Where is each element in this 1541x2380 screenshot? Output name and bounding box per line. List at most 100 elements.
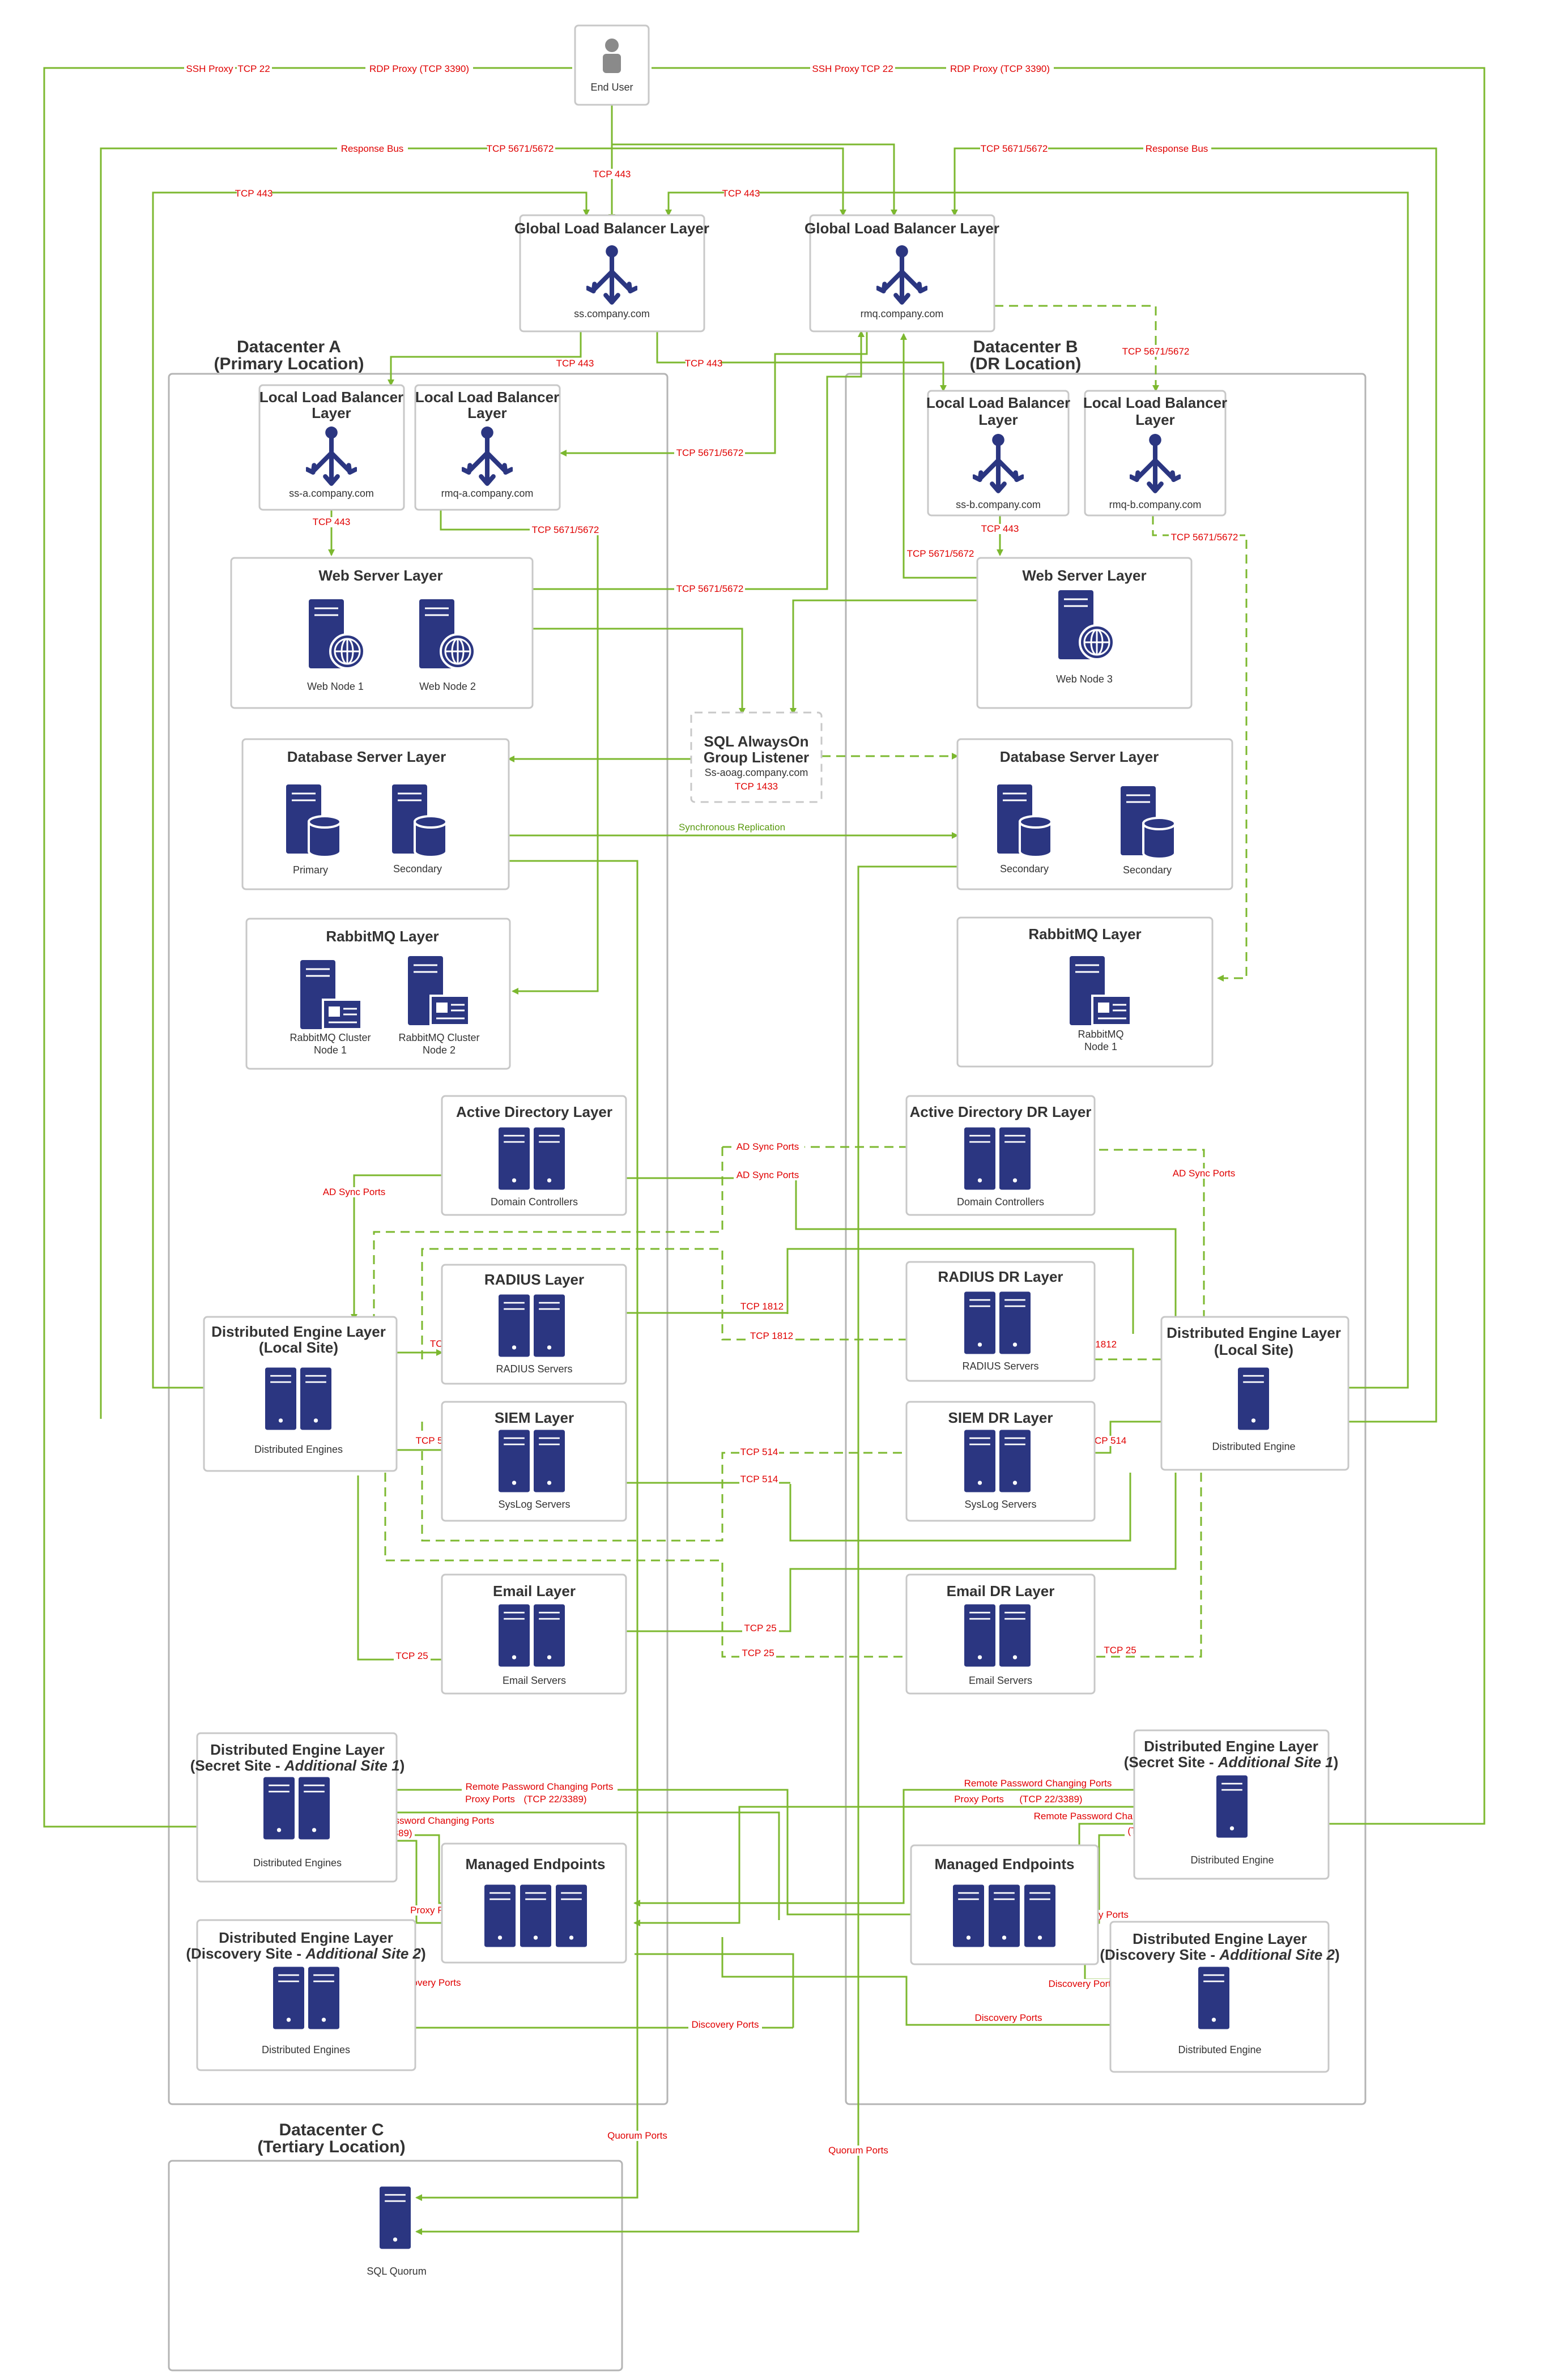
server-icon xyxy=(534,1603,565,1667)
radius-layer-a: RADIUS Layer RADIUS Servers xyxy=(441,1264,627,1385)
web-node-1-label: Web Node 1 xyxy=(307,681,364,692)
llb-rmq-b-title: Local Load Balancer xyxy=(1083,394,1227,411)
de-secret-b-subtitle: (Secret Site - Additional Site 1) xyxy=(1124,1754,1339,1771)
label-sync-replication: Synchronous Replication xyxy=(679,822,785,833)
ad-layer-b-title: Active Directory DR Layer xyxy=(910,1103,1092,1120)
web-layer-b: Web Server Layer Web Node 3 xyxy=(976,557,1193,709)
server-icon xyxy=(499,1603,530,1667)
de-secret-b: Distributed Engine Layer (Secret Site - … xyxy=(1124,1729,1339,1880)
de-discovery-b-subtitle: (Discovery Site - Additional Site 2) xyxy=(1100,1946,1339,1963)
datacenter-c-frame xyxy=(168,2160,623,2372)
label-tcp25-a: TCP 25 xyxy=(395,1650,428,1661)
label-tcp514-2: TCP 514 xyxy=(740,1474,778,1485)
db-secondary-b1-label: Secondary xyxy=(1000,863,1049,875)
label-rpc-ports-a1: Remote Password Changing Ports xyxy=(466,1781,614,1792)
glb-rmq: Global Load Balancer Layer rmq.company.c… xyxy=(804,214,999,332)
label-tcp22-a: TCP 22 xyxy=(237,63,270,74)
ad-layer-a-title: Active Directory Layer xyxy=(456,1103,612,1120)
sql-quorum-label: SQL Quorum xyxy=(367,2266,426,2277)
label-tcp5671-top-a: TCP 5671/5672 xyxy=(487,143,554,154)
sql-listener-title-2: Group Listener xyxy=(704,749,809,766)
label-tcp1812-2: TCP 1812 xyxy=(750,1330,793,1341)
ad-a-domain-controllers: Domain Controllers xyxy=(491,1196,578,1208)
server-icon xyxy=(556,1884,587,1948)
rmq-b-node-label: RabbitMQ xyxy=(1078,1029,1123,1040)
de-secret-a-subtitle: (Secret Site - Additional Site 1) xyxy=(190,1757,405,1774)
label-tcp5671-glb-rmqa: TCP 5671/5672 xyxy=(676,447,744,458)
label-tcp5671-web-b: TCP 5671/5672 xyxy=(907,548,974,559)
server-icon xyxy=(999,1429,1031,1493)
llb-ss-b: Local Load Balancer Layer ss-b.company.c… xyxy=(926,390,1070,517)
server-icon xyxy=(499,1429,530,1493)
db-secondary-a-label: Secondary xyxy=(393,863,442,875)
llb-rmq-b-title-2: Layer xyxy=(1135,411,1174,428)
glb-rmq-title: Global Load Balancer Layer xyxy=(804,220,999,237)
label-ad-sync-2: AD Sync Ports xyxy=(737,1170,799,1180)
managed-endpoints-a-title: Managed Endpoints xyxy=(466,1856,606,1873)
server-icon xyxy=(499,1127,530,1191)
managed-endpoints-b: Managed Endpoints xyxy=(910,1844,1099,1965)
server-icon xyxy=(1198,1966,1229,2030)
server-icon xyxy=(964,1603,995,1667)
label-tcp514-1: TCP 514 xyxy=(740,1447,778,1457)
db-layer-a-title: Database Server Layer xyxy=(287,748,446,765)
email-b-servers: Email Servers xyxy=(969,1675,1032,1686)
rmq-node-1-label: RabbitMQ Cluster xyxy=(290,1032,371,1043)
web-layer-a: Web Server Layer Web Node 1 Web Node 2 xyxy=(230,557,534,709)
label-discovery-ports-b1: Discovery Ports xyxy=(1048,1978,1116,1989)
datacenter-a-subtitle: (Primary Location) xyxy=(214,355,364,373)
de-local-b: Distributed Engine Layer (Local Site) Di… xyxy=(1160,1316,1350,1471)
db-layer-a: Database Server Layer Primary Secondary xyxy=(241,738,510,890)
server-icon xyxy=(534,1294,565,1358)
rmq-layer-a-title: RabbitMQ Layer xyxy=(326,928,439,945)
siem-a-syslog-servers: SysLog Servers xyxy=(498,1499,570,1510)
llb-rmq-a-title: Local Load Balancer xyxy=(415,389,559,406)
label-tcp5671-top-b: TCP 5671/5672 xyxy=(981,143,1048,154)
de-secret-a: Distributed Engine Layer (Secret Site - … xyxy=(190,1732,405,1883)
label-discovery-ports-b2: Discovery Ports xyxy=(974,2012,1042,2023)
label-ad-sync-a: AD Sync Ports xyxy=(323,1187,386,1197)
datacenter-a-title: Datacenter A xyxy=(237,338,341,356)
label-tcp25-1: TCP 25 xyxy=(744,1623,776,1633)
web-layer-b-title: Web Server Layer xyxy=(1022,567,1146,584)
rmq-node-1-label-2: Node 1 xyxy=(314,1044,347,1056)
llb-ss-a-title-2: Layer xyxy=(312,404,351,421)
glb-ss-hostname: ss.company.com xyxy=(574,308,650,319)
llb-ss-a-title: Local Load Balancer xyxy=(259,389,403,406)
llb-rmq-b-hostname: rmq-b.company.com xyxy=(1109,499,1202,510)
managed-endpoints-a: Managed Endpoints xyxy=(441,1842,627,1964)
server-icon xyxy=(1238,1367,1269,1431)
sql-listener-title: SQL AlwaysOn xyxy=(704,733,809,750)
server-icon xyxy=(964,1429,995,1493)
server-icon xyxy=(964,1291,995,1355)
server-icon xyxy=(300,1367,331,1431)
email-layer-a: Email Layer Email Servers xyxy=(441,1573,627,1695)
db-primary-label: Primary xyxy=(293,864,328,876)
user-icon xyxy=(603,39,621,73)
label-tcp5671-rmqb: TCP 5671/5672 xyxy=(1171,532,1238,543)
de-discovery-a-label: Distributed Engines xyxy=(262,2044,350,2055)
label-tcp1812-1: TCP 1812 xyxy=(740,1301,784,1312)
rmq-node-2-label: RabbitMQ Cluster xyxy=(398,1032,479,1043)
de-discovery-a: Distributed Engine Layer (Discovery Site… xyxy=(186,1919,426,2071)
label-tcp5671-glb-rmqb: TCP 5671/5672 xyxy=(1122,346,1190,357)
connection-labels: SSH Proxy TCP 22 RDP Proxy (TCP 3390) SS… xyxy=(184,62,1241,2156)
de-local-b-title: Distributed Engine Layer xyxy=(1167,1324,1341,1341)
label-proxy-ports-a1: Proxy Ports xyxy=(465,1794,515,1805)
radius-layer-b: RADIUS DR Layer RADIUS Servers xyxy=(905,1261,1096,1382)
rmq-b-node-label-2: Node 1 xyxy=(1084,1041,1117,1052)
de-discovery-a-subtitle: (Discovery Site - Additional Site 2) xyxy=(186,1945,425,1962)
server-icon xyxy=(299,1776,330,1840)
label-tcp443-user: TCP 443 xyxy=(593,169,631,180)
de-secret-a-label: Distributed Engines xyxy=(253,1857,342,1869)
server-icon xyxy=(263,1776,295,1840)
label-quorum-ports-a: Quorum Ports xyxy=(607,2130,667,2141)
label-tcp5671-rmqa: TCP 5671/5672 xyxy=(532,524,599,535)
server-icon xyxy=(534,1429,565,1493)
label-tcp5671-web-a: TCP 5671/5672 xyxy=(676,583,744,594)
radius-a-servers: RADIUS Servers xyxy=(496,1363,572,1375)
glb-ss-title: Global Load Balancer Layer xyxy=(514,220,709,237)
siem-layer-a: SIEM Layer SysLog Servers xyxy=(441,1401,627,1522)
sql-listener-port: TCP 1433 xyxy=(735,781,778,792)
